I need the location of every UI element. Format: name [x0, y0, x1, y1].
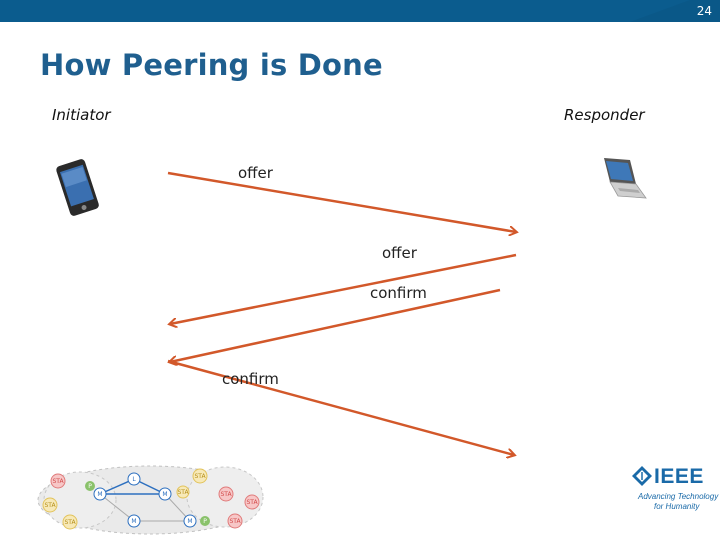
ieee-tagline: for Humanity	[654, 502, 700, 511]
initiator-label: Initiator	[52, 106, 111, 124]
node-m: M	[158, 487, 172, 501]
svg-text:M: M	[187, 518, 192, 525]
svg-text:STA: STA	[246, 499, 258, 506]
ieee-logo-text: IEEE	[654, 465, 704, 488]
svg-text:STA: STA	[177, 489, 189, 496]
message-label: offer	[382, 244, 417, 262]
node-sta: STA	[244, 494, 260, 510]
page-title: How Peering is Done	[40, 48, 383, 82]
node-sta: STA	[42, 497, 58, 513]
arrow-offer-to-initiator	[170, 253, 517, 324]
node-l: L	[127, 472, 141, 486]
svg-text:L: L	[132, 476, 136, 483]
svg-text:STA: STA	[44, 502, 56, 509]
arrow-confirm-to-initiator	[170, 288, 501, 362]
node-sta: STA	[218, 486, 234, 502]
node-p: P	[200, 516, 210, 526]
svg-text:STA: STA	[64, 519, 76, 526]
node-p: P	[85, 481, 95, 491]
message-label: confirm	[222, 370, 279, 388]
message-label: offer	[238, 164, 273, 182]
node-m: M	[183, 514, 197, 528]
svg-text:M: M	[162, 491, 167, 498]
node-sta: STA	[192, 468, 208, 484]
slide-number: 24	[696, 4, 712, 18]
arrow-offer-to-responder	[167, 171, 516, 232]
node-m: M	[93, 487, 107, 501]
ieee-tagline: Advancing Technology	[638, 492, 719, 501]
svg-text:STA: STA	[220, 491, 232, 498]
svg-text:M: M	[97, 491, 102, 498]
message-label: confirm	[370, 284, 427, 302]
node-sta: STA	[62, 514, 78, 530]
node-sta: STA	[176, 485, 190, 499]
svg-text:P: P	[88, 483, 92, 490]
svg-text:STA: STA	[229, 518, 241, 525]
svg-text:P: P	[203, 518, 207, 525]
svg-text:STA: STA	[194, 473, 206, 480]
responder-label: Responder	[564, 106, 645, 124]
top-bar	[0, 0, 720, 22]
svg-text:M: M	[131, 518, 136, 525]
node-m: M	[127, 514, 141, 528]
node-sta: STA	[227, 513, 243, 529]
node-sta: STA	[50, 473, 66, 489]
arrow-confirm-to-responder	[167, 359, 514, 455]
svg-text:STA: STA	[52, 478, 64, 485]
